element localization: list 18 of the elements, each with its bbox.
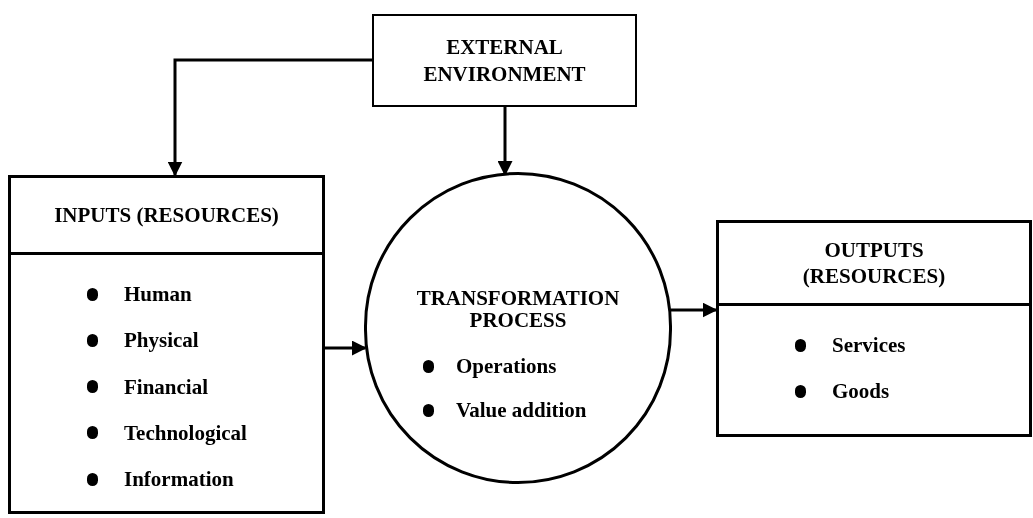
process-box <box>372 14 637 107</box>
list-item: Human <box>124 281 192 308</box>
process-box <box>716 220 1032 437</box>
list-item: Goods <box>832 378 890 405</box>
list-item: Technological <box>124 419 247 446</box>
arrow <box>670 302 718 318</box>
box-heading: OUTPUTS (RESOURCES) <box>719 223 1029 306</box>
process-box <box>8 175 325 514</box>
arrow <box>167 58 372 177</box>
list-item: Information <box>124 466 234 493</box>
circle-heading: TRANSFORMATION PROCESS <box>415 287 621 332</box>
box-label: EXTERNAL ENVIRONMENT <box>422 34 587 87</box>
list-item: Services <box>832 332 906 359</box>
list-item: Value addition <box>456 397 587 424</box>
box-heading: INPUTS (RESOURCES) <box>11 178 322 255</box>
list-item: Operations <box>456 353 557 380</box>
list-item: Physical <box>124 327 199 354</box>
list-item: Financial <box>124 373 208 400</box>
